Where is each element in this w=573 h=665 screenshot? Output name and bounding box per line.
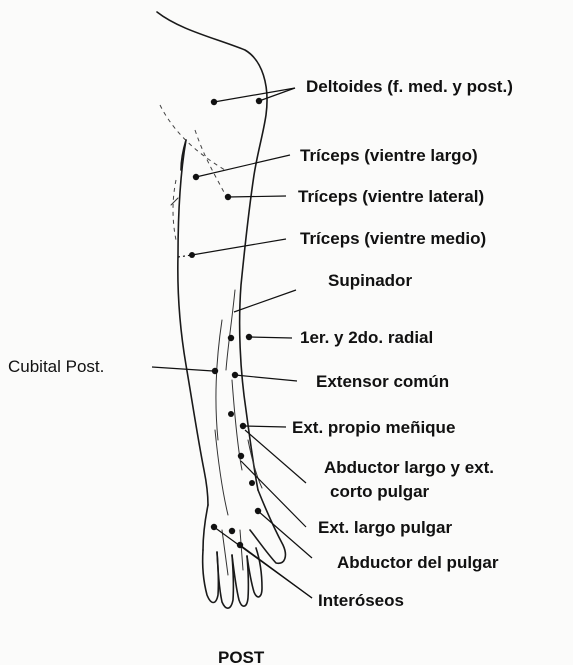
- point-menique-2: [240, 423, 246, 429]
- point-triceps-largo: [193, 174, 199, 180]
- point-radial-2: [246, 334, 252, 340]
- point-deltoides-post: [256, 98, 262, 104]
- leader-deltoides-a: [214, 88, 295, 102]
- leader-lines: [152, 88, 312, 598]
- label-abductor-pulgar: Abductor del pulgar: [337, 553, 499, 572]
- point-interoseos-3: [237, 542, 243, 548]
- point-radial-1: [228, 335, 234, 341]
- label-triceps-largo: Tríceps (vientre largo): [300, 146, 478, 165]
- label-triceps-lateral: Tríceps (vientre lateral): [298, 187, 484, 206]
- point-triceps-lateral: [225, 194, 231, 200]
- leader-cubital: [152, 367, 213, 371]
- leader-supinador: [234, 290, 296, 312]
- point-deltoides-med: [211, 99, 217, 105]
- point-abd-largo: [238, 453, 244, 459]
- label-deltoides: Deltoides (f. med. y post.): [306, 77, 513, 96]
- leader-triceps-largo: [196, 155, 290, 177]
- point-abd-pulgar: [255, 508, 261, 514]
- label-cubital: Cubital Post.: [8, 357, 104, 376]
- leader-menique: [243, 426, 286, 427]
- point-interoseos-1: [211, 524, 217, 530]
- motor-points: [189, 98, 262, 548]
- label-extensor-comun: Extensor común: [316, 372, 449, 391]
- leader-deltoides-b: [259, 88, 295, 101]
- label-abductor-largo-1: Abductor largo y ext.: [324, 458, 494, 477]
- point-triceps-medio: [189, 252, 195, 258]
- muscle-contours: [160, 105, 262, 575]
- point-cubital: [212, 368, 218, 374]
- point-menique-1: [228, 411, 234, 417]
- leader-extensor: [235, 375, 297, 381]
- label-interoseos: Interóseos: [318, 591, 404, 610]
- label-abductor-largo-2: corto pulgar: [330, 482, 430, 501]
- label-supinador: Supinador: [328, 271, 412, 290]
- point-ext-largo: [249, 480, 255, 486]
- label-menique: Ext. propio meñique: [292, 418, 455, 437]
- label-view: POST: [218, 648, 265, 665]
- label-triceps-medio: Tríceps (vientre medio): [300, 229, 486, 248]
- leader-ext-largo: [241, 461, 306, 527]
- leader-triceps-medio: [192, 239, 286, 255]
- label-ext-largo-pulgar: Ext. largo pulgar: [318, 518, 453, 537]
- labels: Deltoides (f. med. y post.) Tríceps (vie…: [8, 77, 513, 665]
- leader-triceps-lateral: [228, 196, 286, 197]
- leader-interoseos-b: [240, 545, 312, 598]
- leader-radial: [249, 337, 292, 338]
- point-extensor: [232, 372, 238, 378]
- label-radial: 1er. y 2do. radial: [300, 328, 433, 347]
- point-interoseos-2: [229, 528, 235, 534]
